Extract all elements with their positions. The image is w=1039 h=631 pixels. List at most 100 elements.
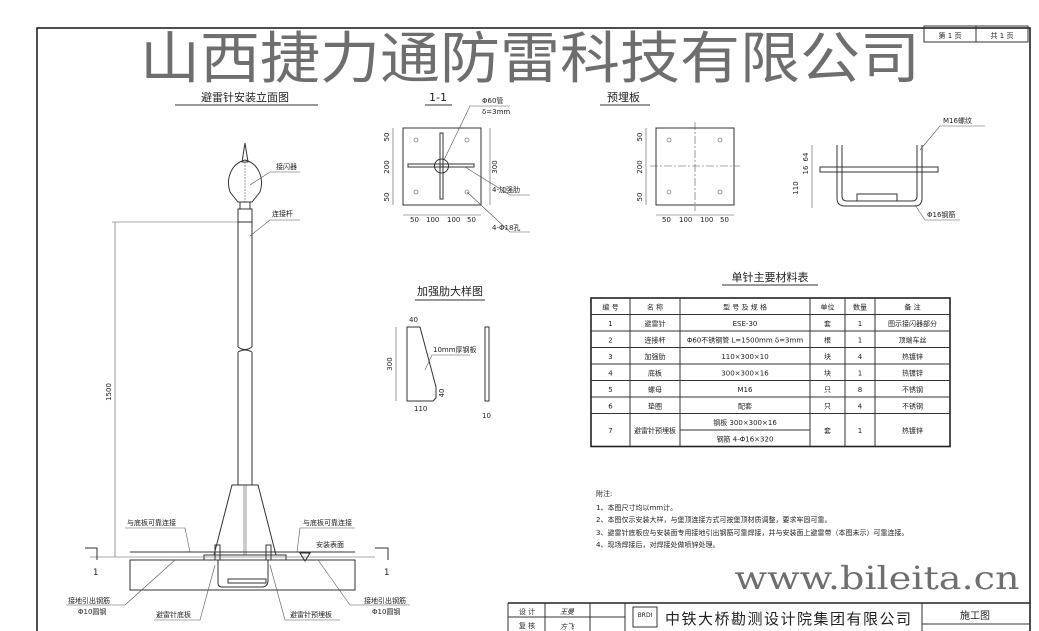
dim: 300	[386, 357, 394, 370]
table-cell: 1	[858, 337, 862, 345]
connecting-rod	[237, 222, 253, 485]
dim: 40	[438, 389, 446, 398]
label-ribs: 4-加强肋	[492, 185, 520, 194]
table-header: 编 号	[602, 303, 618, 312]
note-item: 4、现场焊接后，对焊接处做喷锌处理。	[596, 540, 719, 549]
table-cell: 4	[858, 403, 863, 411]
dim: 10	[482, 412, 491, 420]
page-number: 第 1 页	[939, 31, 962, 40]
dim: 50	[662, 216, 671, 224]
table-cell: 热镀锌	[902, 369, 923, 378]
table-cell: 底板	[648, 369, 662, 378]
section-title: 1-1	[429, 91, 447, 104]
page-box: 第 1 页 共 1 页	[923, 25, 1029, 43]
table-cell: 不锈钢	[902, 402, 923, 411]
label-embed-plate: 避雷针预埋板	[290, 610, 332, 619]
label-ground-left-spec: Φ10圆钢	[78, 607, 106, 616]
signature-design: 王曼	[560, 608, 575, 616]
rib-detail: 加强肋大样图 40 300 110 40 10 10mm厚钢板	[386, 284, 491, 420]
table-cell: 110×300×10	[721, 353, 768, 361]
dim: 300	[491, 160, 499, 173]
label-ground-right: 接地引出钢筋	[364, 596, 406, 605]
dim: 100	[700, 216, 713, 224]
label-base-plate: 避雷针底板	[156, 610, 191, 619]
base-plate	[203, 554, 287, 561]
table-cell: 避雷针	[645, 319, 666, 328]
arrester-tip	[241, 142, 249, 163]
table-cell: 5	[608, 386, 612, 394]
table-cell: 套	[824, 426, 831, 435]
table-cell: 块	[824, 352, 831, 361]
table-cell: 钢筋 4-Φ16×320	[717, 435, 774, 444]
table-cell: 只	[824, 403, 831, 411]
dim: 110	[792, 181, 800, 194]
embed-plate-plan: 预埋板 50 100 100 50 50 200 50	[600, 90, 740, 224]
label-connect-left: 与底板可靠连接	[127, 518, 176, 527]
table-header: 名 称	[647, 303, 663, 312]
table-header: 数量	[853, 303, 867, 312]
note-item: 1、本图尺寸均以mm计。	[596, 503, 677, 512]
table-header: 型 号 及 规 格	[723, 303, 767, 312]
dim: 50	[636, 133, 644, 142]
concrete-slab	[129, 559, 356, 591]
table-cell: 套	[824, 319, 831, 328]
table-cell: 块	[824, 369, 831, 378]
dim: 50	[410, 216, 419, 224]
table-cell: 300×300×16	[721, 370, 769, 378]
logo	[632, 606, 658, 628]
table-cell: 1	[858, 427, 862, 435]
elevation-title: 避雷针安装立面图	[201, 90, 289, 104]
dim: 16	[802, 165, 810, 174]
section-1-1-view: 1-1 Φ60管 δ=3mm 4-加强肋 4-Φ18孔 50 100 100 5…	[383, 91, 530, 233]
rib-detail-title: 加强肋大样图	[417, 284, 483, 298]
elevation-view: 避雷针安装立面图 接闪器 连接杆 1500 1	[66, 90, 410, 621]
table-cell: 1	[858, 370, 862, 378]
table-cell: 垫圈	[648, 402, 662, 411]
label-pipe: Φ60管	[482, 96, 503, 105]
table-cell: 热镀锌	[902, 352, 923, 361]
dim: 100	[679, 216, 692, 224]
table-cell: 2	[608, 337, 612, 345]
signature-review: 方飞	[560, 623, 575, 631]
table-cell: 6	[608, 403, 613, 411]
label-pipe-thickness: δ=3mm	[482, 108, 510, 116]
dim: 50	[720, 216, 729, 224]
dim: 50	[467, 216, 476, 224]
table-cell: 只	[824, 386, 831, 394]
page-total: 共 1 页	[991, 31, 1014, 40]
table-cell: 4	[608, 370, 613, 378]
table-header: 备 注	[904, 303, 920, 312]
watermark-url: www.bileita.cn	[735, 559, 1020, 597]
section-mark-left: 1	[93, 568, 98, 578]
notes-title: 附注:	[596, 489, 612, 498]
dim: 200	[636, 160, 644, 173]
company-name: 中铁大桥勘测设计院集团有限公司	[665, 610, 913, 628]
table-cell: 根	[824, 336, 831, 345]
table-cell: 3	[608, 353, 612, 361]
table-frame	[590, 297, 951, 448]
notes: 附注: 1、本图尺寸均以mm计。 2、本图仅示安装大样，与堡顶连接方式可按堡顶材…	[596, 489, 908, 549]
label-design: 设 计	[519, 607, 535, 616]
table-cell: M16	[738, 386, 753, 394]
note-item: 2、本图仅示安装大样，与堡顶连接方式可按堡顶材质调整，要求牢固可靠。	[596, 515, 831, 524]
label-review: 复 核	[519, 621, 535, 630]
dim: 110	[414, 405, 427, 413]
label-ground-right-spec: Φ10圆钢	[372, 607, 400, 616]
table-cell: Φ60不锈钢管 L=1500mm δ=3mm	[687, 336, 804, 345]
label-rebar: Φ16钢筋	[927, 210, 955, 219]
label-rod: 连接杆	[272, 209, 293, 218]
label-arrester: 接闪器	[276, 162, 297, 171]
label-ground-left: 接地引出钢筋	[68, 596, 110, 605]
table-cell: 图示接闪器部分	[888, 319, 937, 328]
drawing-stage: 施工图	[960, 609, 990, 622]
dim: 64	[802, 152, 810, 161]
watermark-company: 山西捷力通防雷科技有限公司	[140, 27, 920, 92]
table-cell: 避雷针预埋板	[634, 426, 676, 435]
logo-text: BRDI	[638, 612, 653, 619]
label-surface: 安装表面	[316, 540, 344, 549]
table-cell: 钢板 300×300×16	[713, 418, 777, 427]
label-holes: 4-Φ18孔	[492, 224, 520, 232]
label-connect-right: 与底板可靠连接	[303, 518, 352, 527]
